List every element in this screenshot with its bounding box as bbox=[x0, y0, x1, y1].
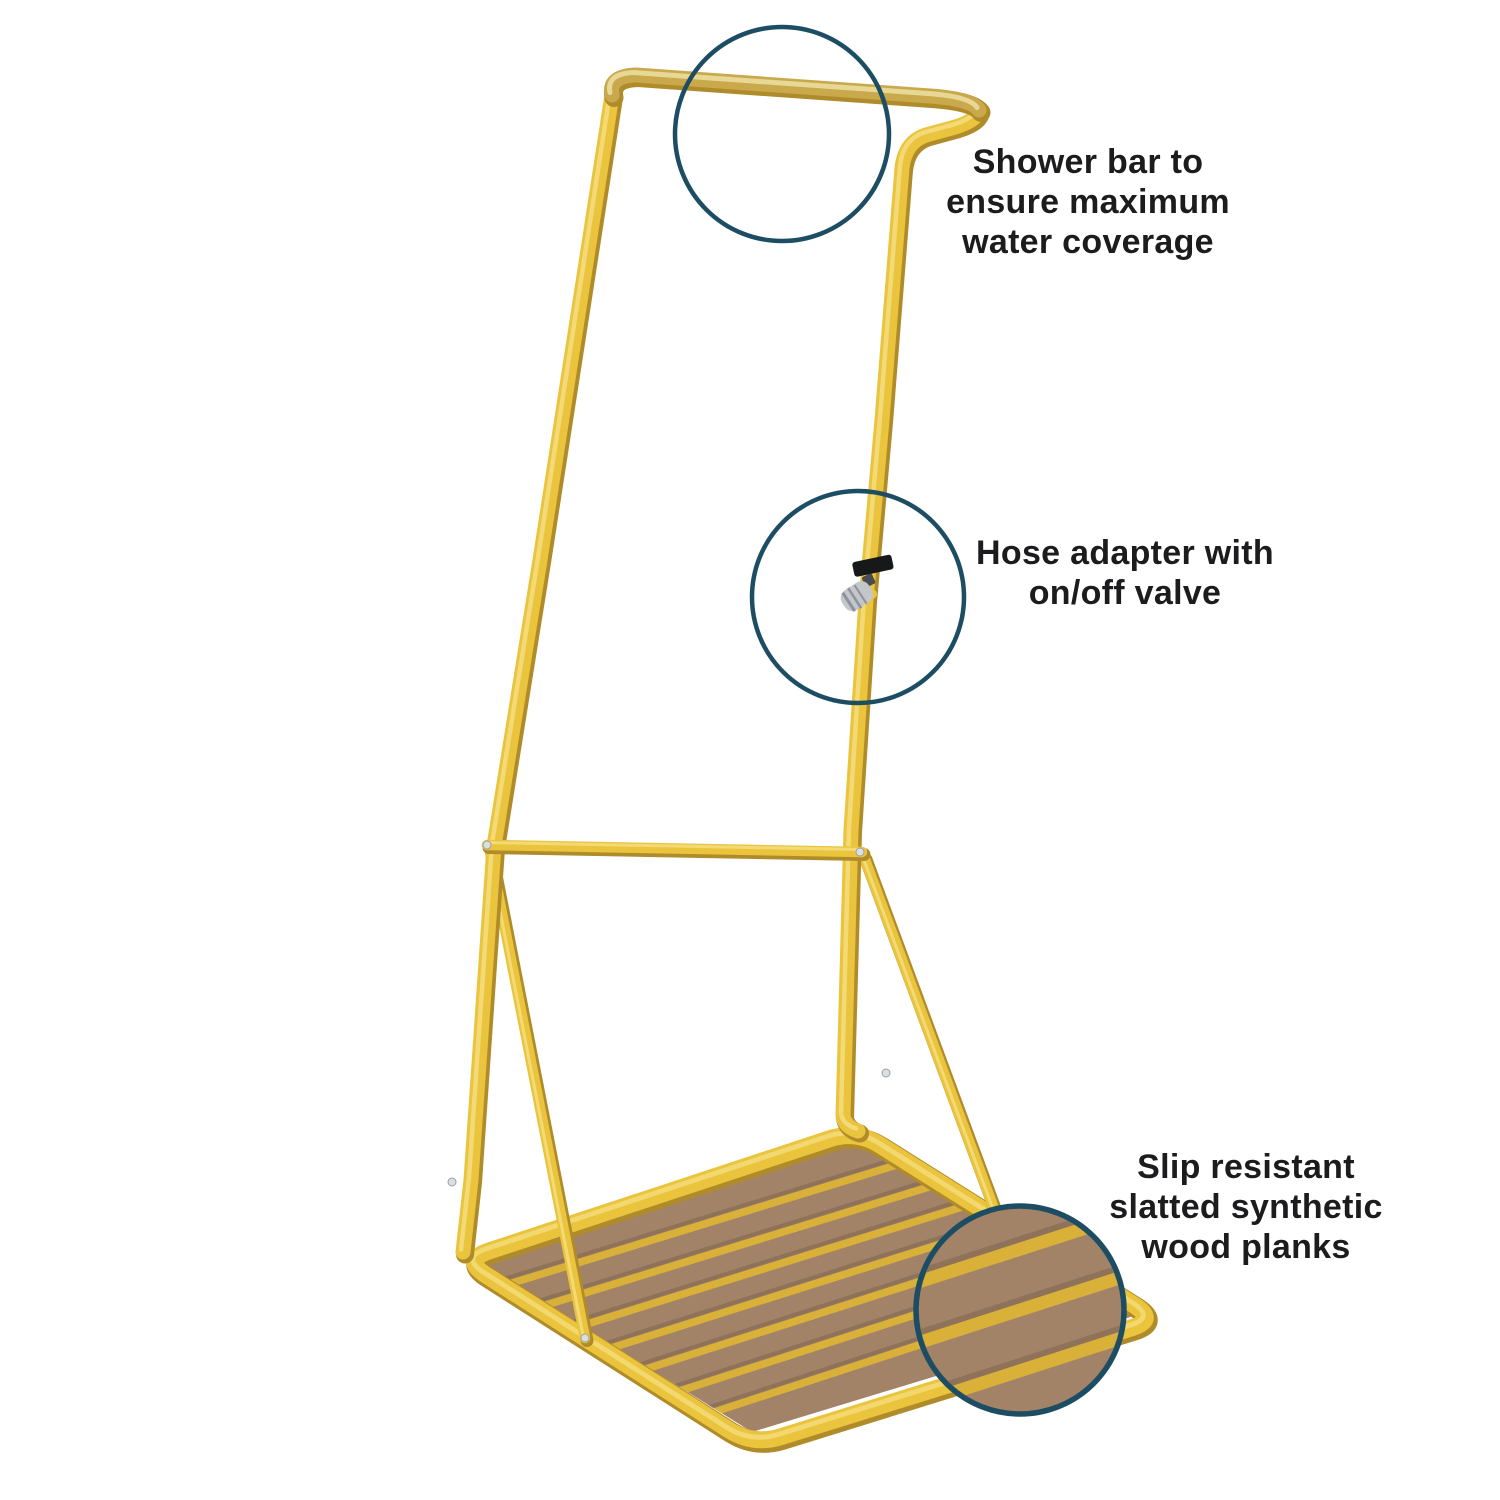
label-line: water coverage bbox=[962, 223, 1214, 261]
screw bbox=[580, 1333, 590, 1343]
label-line: ensure maximum bbox=[946, 183, 1230, 221]
label-line: Slip resistant bbox=[1137, 1148, 1355, 1186]
screw bbox=[482, 840, 492, 850]
hose-adapter-body bbox=[840, 581, 874, 613]
callout-circle-shower-bar bbox=[672, 24, 892, 244]
valve-handle bbox=[852, 554, 894, 577]
label-line: Shower bar to bbox=[972, 143, 1204, 181]
plank-gap bbox=[550, 1188, 1012, 1339]
label-line: Hose adapter with bbox=[976, 534, 1274, 572]
label-line: on/off valve bbox=[1028, 574, 1222, 612]
callout-circle-wood-planks bbox=[913, 1203, 1127, 1417]
screw bbox=[447, 1177, 457, 1187]
callout-label-hose-adapter: Hose adapter with on/off valve bbox=[976, 533, 1274, 613]
shower-bar bbox=[610, 73, 982, 113]
plank-gap bbox=[481, 1144, 954, 1296]
callout-circle-hose-adapter bbox=[749, 488, 967, 706]
screw bbox=[855, 847, 865, 857]
screw bbox=[881, 1068, 891, 1078]
callout-label-shower-bar: Shower bar to ensure maximum water cover… bbox=[946, 142, 1230, 262]
crossbar bbox=[485, 843, 864, 855]
label-line: wood planks bbox=[1141, 1228, 1351, 1266]
hose-adapter bbox=[840, 554, 894, 613]
callout-label-wood-planks: Slip resistant slatted synthetic wood pl… bbox=[1109, 1147, 1382, 1267]
plank-gap bbox=[515, 1167, 983, 1318]
label-line: slatted synthetic bbox=[1109, 1188, 1383, 1226]
